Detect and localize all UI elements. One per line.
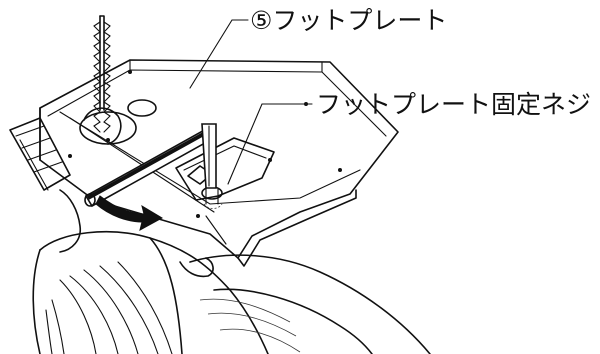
plate-hole [196,214,200,218]
foot-plate-label: ⑤フットプレート [250,6,447,35]
plate-hole [106,138,110,142]
blade-icon [84,16,121,144]
plate-hole [268,158,272,162]
plate-hole [338,168,342,172]
foot-plate-screw-label: フットプレート固定ネジ [316,90,591,119]
arrow-icon [96,196,162,230]
plate-hole [68,154,72,158]
hex-key-wrench-icon [85,124,216,206]
plate-hole [128,70,132,74]
